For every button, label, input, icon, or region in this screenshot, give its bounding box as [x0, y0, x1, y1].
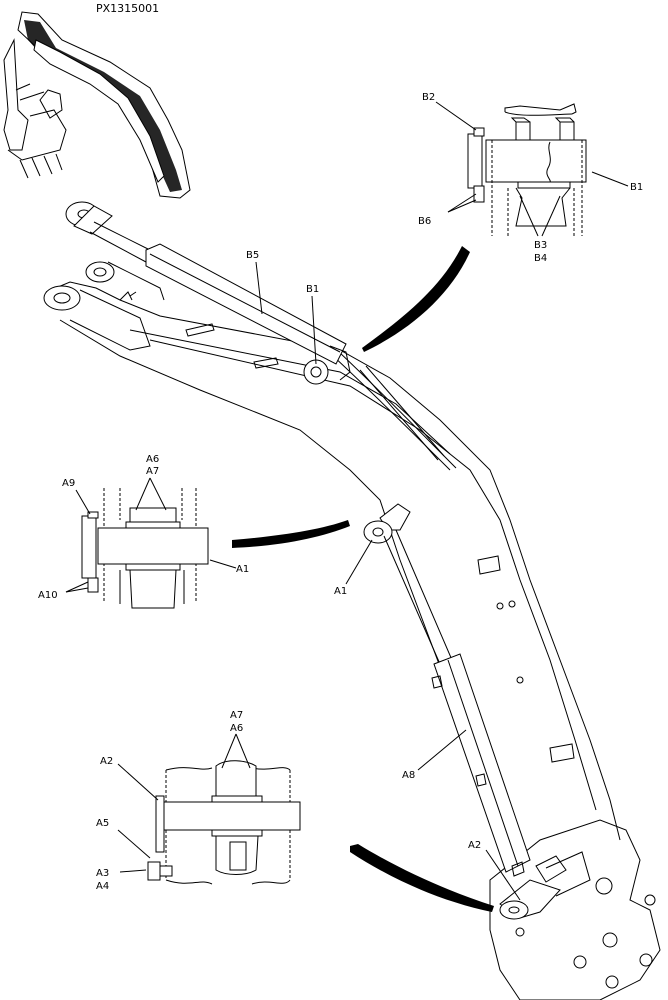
- label-b3: B3: [534, 240, 547, 251]
- label-b5: B5: [246, 250, 259, 261]
- arm-cylinder-a8: A8 A1: [334, 503, 531, 877]
- callout-wedge-a2: [350, 844, 494, 912]
- detail-a2: A7 A6 A2 A5 A3 A4: [96, 710, 301, 892]
- detail-a1: A6 A7 A9 A10 A1: [38, 454, 249, 609]
- label-a3: A3: [96, 868, 109, 879]
- label-a1-detail: A1: [236, 564, 249, 575]
- label-a10: A10: [38, 590, 58, 601]
- label-a1: A1: [334, 586, 347, 597]
- label-a7-detail1: A7: [146, 466, 159, 477]
- label-a6-detail2: A6: [230, 723, 243, 734]
- label-a5: A5: [96, 818, 109, 829]
- label-b6: B6: [418, 216, 431, 227]
- label-b4: B4: [534, 253, 547, 264]
- callout-wedge-a1: [232, 520, 350, 548]
- label-a9: A9: [62, 478, 75, 489]
- label-a7-detail2: A7: [230, 710, 243, 721]
- detail-b: B2 B1 B6 B3 B4: [418, 92, 643, 264]
- thumbnail-excavator: [3, 11, 191, 199]
- label-a8: A8: [402, 770, 415, 781]
- boom-cylinder-b5: B5 B1: [65, 201, 351, 385]
- label-a2-detail: A2: [100, 756, 113, 767]
- label-a2-main: A2: [468, 840, 481, 851]
- drawing-code: PX1315001: [96, 2, 159, 15]
- main-boom: [43, 261, 661, 1000]
- label-b1-detail: B1: [630, 182, 643, 193]
- label-a6-detail1: A6: [146, 454, 159, 465]
- label-b1: B1: [306, 284, 319, 295]
- callout-wedge-b: [362, 246, 470, 352]
- label-a4: A4: [96, 881, 109, 892]
- label-b2: B2: [422, 92, 435, 103]
- cylinder-foot-pin: A2: [468, 840, 591, 937]
